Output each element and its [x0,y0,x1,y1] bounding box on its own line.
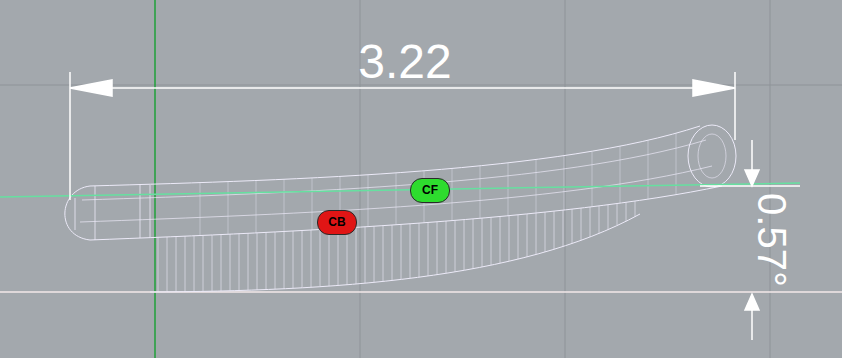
station-line [365,227,366,283]
section-line [620,146,621,203]
section-line [592,151,593,207]
station-line [437,222,438,275]
wireframe [65,125,736,292]
station-line [626,202,627,221]
station-line [248,233,249,290]
station-line [284,231,285,288]
section-line [564,156,565,210]
station-line [509,216,510,262]
station-line [473,219,474,269]
station-line [230,234,231,291]
station-line [545,212,546,252]
section-line [228,182,229,235]
station-line [446,221,447,273]
station-line [212,235,213,291]
axis-line [154,0,156,358]
dimension-lines [70,72,800,340]
station-line [590,207,591,237]
station-line [428,222,429,276]
section-line [200,183,201,236]
station-line [455,220,456,271]
station-line [599,206,600,234]
station-line [410,224,411,279]
cf-marker: CF [410,178,450,203]
section-line [284,179,285,231]
section-line [452,168,453,220]
station-line [167,237,168,292]
station-line [500,216,501,263]
station-line [563,210,564,246]
station-line [203,235,204,291]
station-line [266,232,267,289]
station-line [536,213,537,254]
station-line [275,232,276,289]
section-line [256,180,257,232]
length-dimension: 3.22 [358,38,451,86]
section-line [536,159,537,213]
station-line [392,225,393,280]
station-line [482,218,483,267]
station-line [176,237,177,292]
section-line [648,140,649,199]
station-line [554,211,555,249]
station-line [293,231,294,288]
station-line [356,227,357,284]
station-line [221,235,222,291]
waterline [0,183,800,197]
station-line [257,233,258,290]
section-line [480,166,481,218]
station-line [518,215,519,259]
station-line [491,217,492,265]
marker-label: CF [422,184,438,196]
station-line [374,226,375,282]
section-line [508,163,509,216]
marker-label: CB [328,216,345,228]
station-line [185,236,186,291]
station-line [311,230,312,287]
station-line [464,220,465,271]
section-line [368,175,369,227]
station-line [527,214,528,257]
station-line [239,234,240,291]
station-line [320,230,321,287]
station-line [608,205,609,230]
station-line [158,237,159,292]
station-line [617,204,618,226]
station-line [572,209,573,243]
section-line [312,178,313,230]
station-line [329,229,330,286]
station-line [302,231,303,288]
angle-dimension: 0.57° [752,193,792,287]
station-line [635,201,636,217]
station-line [383,226,384,282]
station-line [419,223,420,277]
station-line [581,208,582,240]
station-line [338,228,339,285]
cb-marker: CB [317,210,357,235]
ground-line [0,291,842,293]
station-line [347,228,348,285]
station-line [401,224,402,279]
station-line [194,236,195,292]
section-line [396,173,397,225]
